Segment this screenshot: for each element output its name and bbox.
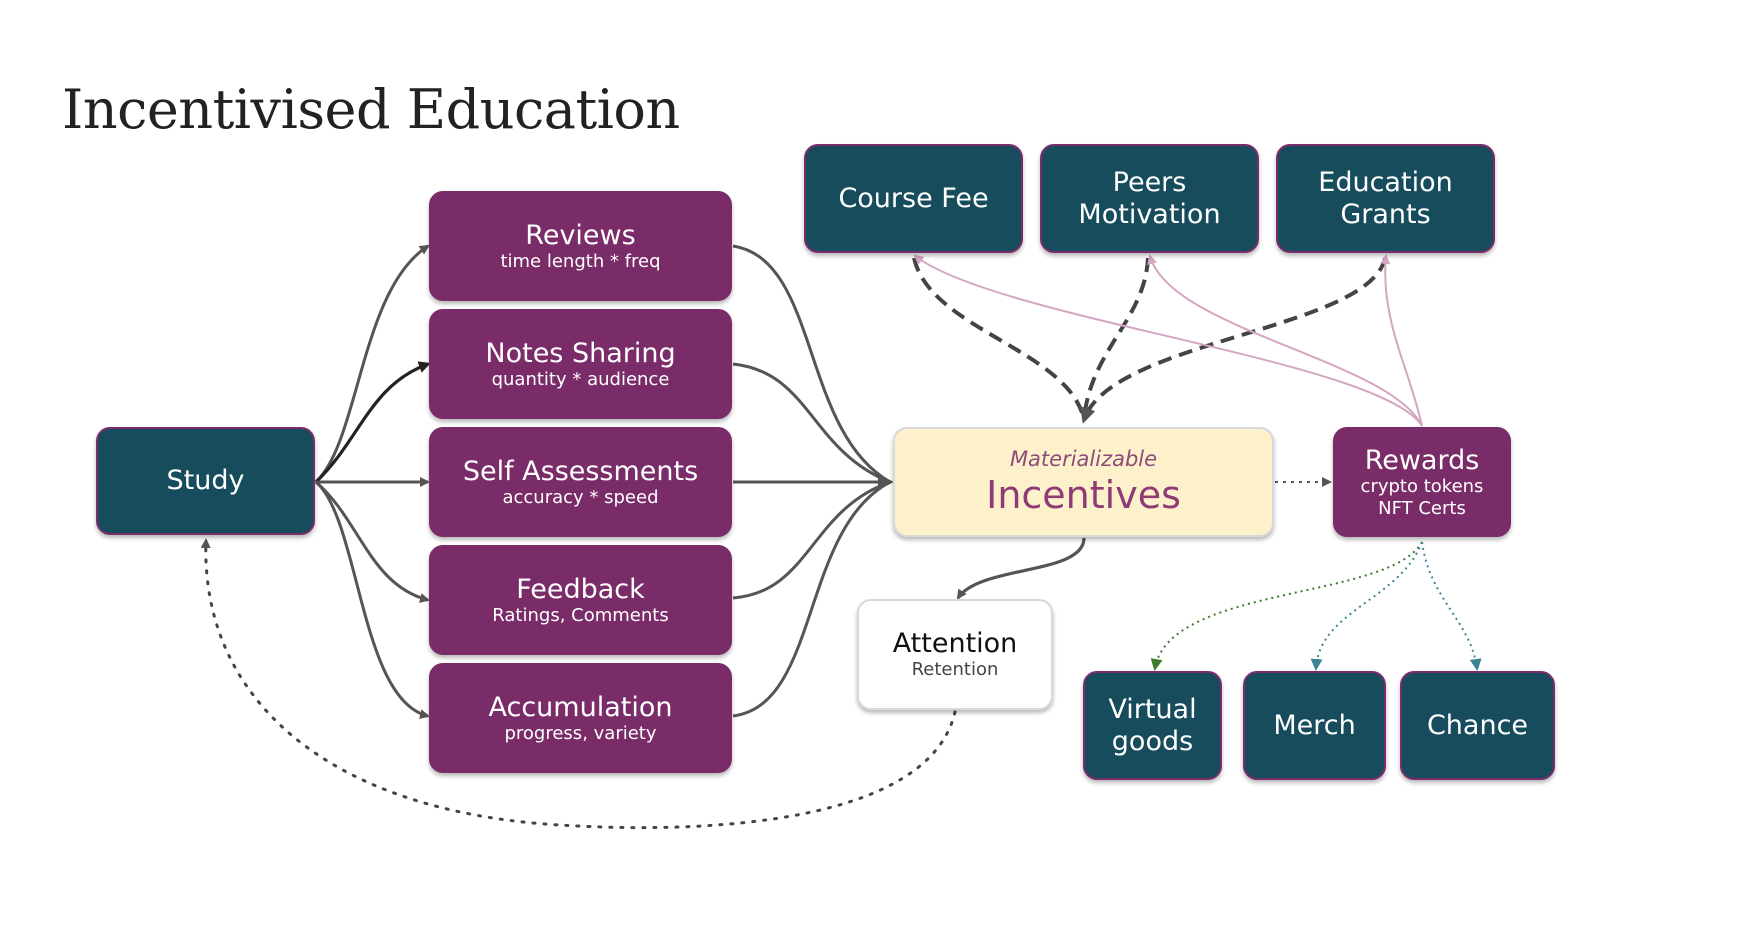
edge-study-feedback <box>315 480 430 603</box>
edge-grants-incentives <box>1080 257 1387 424</box>
node-rewards-label: Rewards <box>1364 444 1480 476</box>
node-notes-label: Notes Sharing <box>485 337 676 369</box>
page-title: Incentivised Education <box>62 78 680 141</box>
edge-rewards-merch <box>1310 541 1423 671</box>
node-attention: Attention Retention <box>857 599 1053 710</box>
node-virtual-label: Virtual goods <box>1108 694 1197 757</box>
node-notes-sharing: Notes Sharing quantity * audience <box>429 309 732 419</box>
node-study-label: Study <box>166 465 245 497</box>
node-course-fee: Course Fee <box>804 144 1023 253</box>
node-peers-motivation: Peers Motivation <box>1040 144 1259 253</box>
edge-rewards-coursefee <box>913 254 1423 427</box>
edge-peers-incentives <box>1082 257 1150 421</box>
node-accumulation: Accumulation progress, variety <box>429 663 732 773</box>
edge-feedback-incentives <box>732 480 891 600</box>
node-incentives-label: Incentives <box>986 473 1181 517</box>
node-attention-sub: Retention <box>911 659 999 681</box>
node-reviews-sub: time length * freq <box>500 250 661 272</box>
node-self-sub: accuracy * speed <box>502 486 659 508</box>
node-accum-sub: progress, variety <box>504 722 657 744</box>
node-education-grants: Education Grants <box>1276 144 1495 253</box>
node-incentives: Materializable Incentives <box>893 427 1274 537</box>
node-accum-label: Accumulation <box>488 691 673 723</box>
node-feedback-sub: Ratings, Comments <box>492 604 669 626</box>
edge-study-reviews <box>314 244 430 484</box>
node-study: Study <box>96 427 315 535</box>
node-rewards: Rewards crypto tokens NFT Certs <box>1333 427 1511 537</box>
node-self-label: Self Assessments <box>462 455 699 487</box>
edge-incentives-attention <box>956 537 1086 600</box>
node-virtual-goods: Virtual goods <box>1083 671 1222 780</box>
node-rewards-sub2: NFT Certs <box>1378 497 1466 519</box>
edge-rewards-chance <box>1421 541 1482 671</box>
edge-accum-incentives <box>732 480 891 718</box>
edge-rewards-grants <box>1380 254 1423 427</box>
node-rewards-sub: crypto tokens <box>1360 475 1484 497</box>
node-chance-label: Chance <box>1426 709 1529 741</box>
node-course-fee-label: Course Fee <box>838 182 989 214</box>
edge-notes-incentives <box>732 362 891 484</box>
edge-study-accum <box>315 480 430 720</box>
edge-study-notes <box>314 361 431 484</box>
node-grants-label: Education Grants <box>1318 167 1453 230</box>
node-incentives-pre: Materializable <box>1009 447 1158 471</box>
edge-reviews-incentives <box>732 244 891 484</box>
edge-rewards-peers <box>1147 254 1423 427</box>
node-reviews: Reviews time length * freq <box>429 191 732 301</box>
node-merch: Merch <box>1243 671 1386 780</box>
node-merch-label: Merch <box>1273 709 1356 741</box>
node-self-assessments: Self Assessments accuracy * speed <box>429 427 732 537</box>
node-peers-label: Peers Motivation <box>1078 167 1221 230</box>
edge-rewards-virtual <box>1150 541 1423 671</box>
node-feedback-label: Feedback <box>516 573 645 605</box>
node-reviews-label: Reviews <box>525 219 636 251</box>
node-attention-label: Attention <box>892 628 1018 660</box>
edge-coursefee-incentives <box>912 257 1086 421</box>
node-chance: Chance <box>1400 671 1555 780</box>
node-notes-sub: quantity * audience <box>491 368 670 390</box>
node-feedback: Feedback Ratings, Comments <box>429 545 732 655</box>
